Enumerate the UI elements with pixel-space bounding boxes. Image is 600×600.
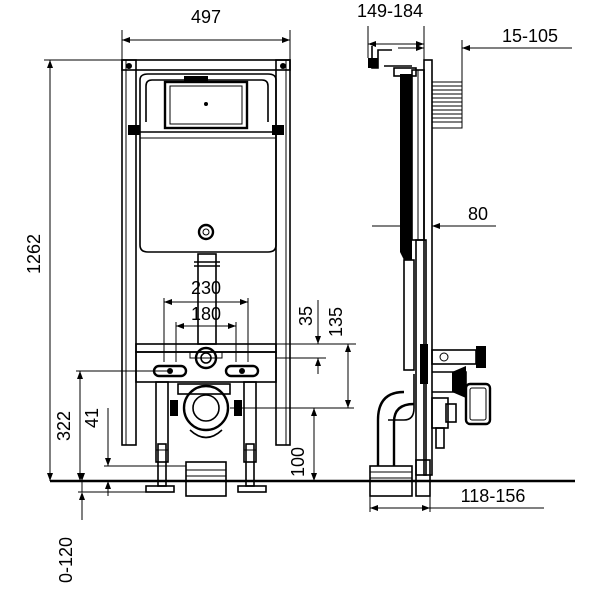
- drain-outlet: [185, 461, 227, 497]
- dim-outlet-distance: 118-156: [461, 486, 526, 506]
- dim-offset-135: 135: [326, 307, 346, 337]
- dim-offset-35: 35: [296, 306, 316, 326]
- dim-height-total: 1262: [24, 234, 44, 274]
- front-view: [121, 59, 291, 497]
- right-bolt-slot: [224, 364, 260, 378]
- side-drain-outlet: [369, 465, 413, 497]
- side-cistern: [400, 74, 412, 260]
- left-foot: [145, 485, 175, 493]
- cistern-tank: [139, 73, 277, 253]
- dim-height-41: 41: [82, 408, 102, 428]
- dim-outlet-spacing-b: 180: [191, 304, 221, 324]
- dim-floor-adjust: 0-120: [56, 537, 76, 583]
- drain-elbow: [182, 384, 230, 432]
- side-water-inlet: [431, 349, 477, 365]
- dim-height-322: 322: [54, 411, 74, 441]
- right-foot: [237, 485, 267, 493]
- flush-button-icon: [204, 102, 208, 106]
- dim-outlet-spacing-a: 230: [191, 278, 221, 298]
- front-dimensions: 497 1262 230 180 35 135: [24, 7, 356, 583]
- dim-frame-depth: 80: [468, 204, 488, 224]
- side-flush-pipe: [403, 259, 415, 371]
- cistern-outlet: [197, 223, 215, 241]
- left-leg: [155, 381, 169, 463]
- side-dimensions: 149-184 15-105 80 118-156: [357, 1, 572, 512]
- side-outlet-stub: [464, 382, 492, 426]
- right-frame-post: [275, 59, 291, 446]
- right-leg: [243, 381, 257, 463]
- dim-width-total: 497: [191, 7, 221, 27]
- dim-height-100: 100: [288, 447, 308, 477]
- dim-wall-gap: 15-105: [502, 26, 558, 46]
- flush-pipe: [197, 253, 217, 345]
- top-crossbar: [121, 59, 291, 71]
- left-frame-post: [121, 59, 137, 446]
- wall-profile: [423, 59, 433, 476]
- dim-flush-depth: 149-184: [357, 1, 423, 21]
- side-view: [368, 46, 492, 497]
- side-drain-bend: [376, 390, 405, 466]
- wall-gap-block: [431, 81, 463, 129]
